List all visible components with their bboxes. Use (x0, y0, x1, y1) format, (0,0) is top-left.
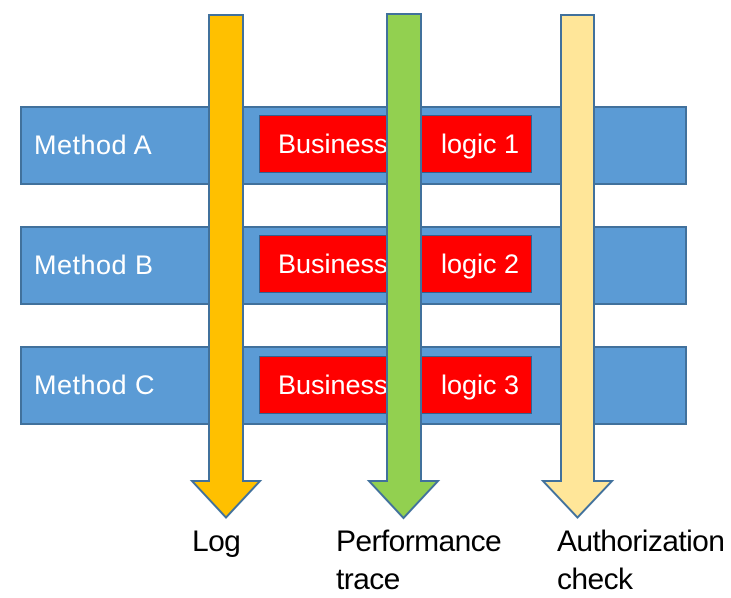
logic-text: logic 2 (440, 248, 519, 279)
method-b-label: Method B (34, 250, 154, 280)
method-a-label: Method A (34, 130, 153, 160)
logic-text: logic 1 (440, 128, 519, 159)
log-arrow-label: Log (192, 525, 241, 558)
authorization-check-arrow-label: Authorization check (557, 525, 725, 596)
business-text: Business (278, 369, 388, 400)
method-c-label: Method C (34, 370, 156, 400)
logic-text: logic 3 (440, 369, 519, 400)
business-logic-box-1: Business logic 1 (259, 115, 532, 173)
business-text: Business (278, 248, 388, 279)
business-logic-box-3: Business logic 3 (259, 356, 532, 414)
business-logic-box-2: Business logic 2 (259, 235, 532, 293)
performance-trace-arrow-label: Performance trace (336, 525, 502, 596)
business-text: Business (278, 128, 388, 159)
